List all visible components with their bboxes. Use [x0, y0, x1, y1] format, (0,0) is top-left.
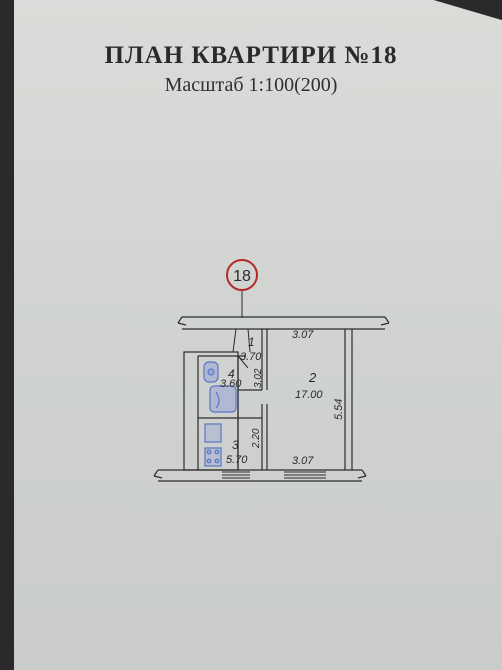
dim-kitchen-length: 2.20	[251, 428, 262, 449]
entrance	[232, 328, 251, 353]
building-marker-circle	[226, 259, 258, 291]
room-4-area: 3.60	[220, 378, 242, 390]
stove	[204, 423, 222, 467]
plan-title: ПЛАН КВАРТИРИ №18	[104, 42, 398, 69]
hall-door	[237, 355, 249, 369]
building-marker-number: 18	[233, 268, 251, 285]
top-wall	[177, 316, 390, 330]
room-4-number: 4	[228, 367, 235, 381]
paper-sheet	[14, 0, 502, 670]
plan-scale: Масштаб 1:100(200)	[164, 74, 338, 96]
dim-room2-length: 5.54	[333, 399, 345, 420]
kitchen-window	[222, 471, 250, 479]
dim-hall-length: 3.02	[253, 368, 264, 388]
room-2-area: 17.00	[295, 389, 323, 401]
room-3-number: 3	[232, 438, 239, 452]
room-3-area: 5.70	[226, 454, 248, 466]
right-wall	[344, 329, 353, 470]
bath-fixtures	[203, 361, 237, 413]
room-1-number: 1	[248, 335, 255, 349]
room-window	[284, 471, 326, 479]
bottom-wall	[153, 469, 367, 482]
center-partition	[261, 329, 268, 470]
room-1-area: 3.70	[240, 351, 262, 363]
room-2-number: 2	[308, 370, 317, 385]
bathroom-walls	[183, 351, 262, 471]
dim-bottom-width: 3.07	[292, 455, 314, 467]
dim-top-width: 3.07	[292, 329, 314, 341]
